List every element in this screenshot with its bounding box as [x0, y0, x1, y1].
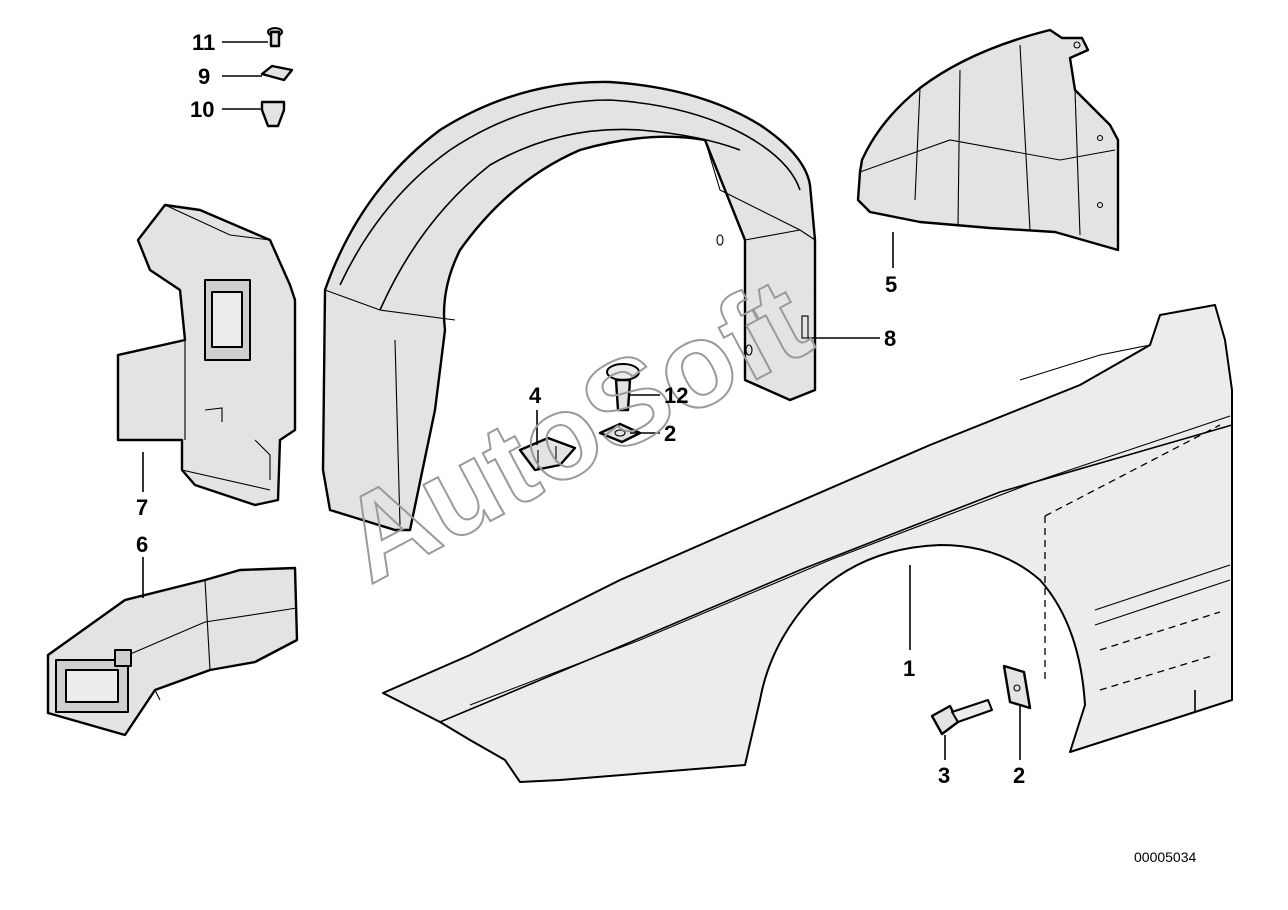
callout-4: 4	[529, 383, 542, 408]
callout-3: 3	[938, 763, 950, 788]
part-5-splash-shield[interactable]	[856, 28, 1120, 252]
callout-2-upper: 2	[664, 421, 676, 446]
part-11-screw[interactable]	[267, 27, 283, 48]
callout-9: 9	[198, 64, 210, 89]
part-6-air-duct[interactable]	[46, 566, 299, 737]
part-2-speed-nut-lower[interactable]	[1002, 664, 1032, 710]
part-4-clip[interactable]	[518, 436, 577, 472]
callout-5: 5	[885, 272, 897, 297]
callout-8: 8	[884, 326, 896, 351]
part-7-air-duct-bracket[interactable]	[116, 203, 297, 507]
part-10-expanding-rivet[interactable]	[260, 100, 286, 128]
callout-7: 7	[136, 495, 148, 520]
part-3-bolt[interactable]	[930, 699, 993, 736]
wheel-arch-liner[interactable]	[321, 80, 817, 532]
part-9-clip-nut[interactable]	[260, 64, 294, 82]
callout-12: 12	[664, 383, 688, 408]
part-12-push-rivet[interactable]	[606, 363, 640, 412]
callout-1: 1	[903, 656, 915, 681]
callout-11: 11	[192, 30, 215, 55]
callout-2-lower: 2	[1013, 763, 1025, 788]
leader-lines	[142, 41, 1021, 760]
document-id: 00005034	[1134, 849, 1197, 865]
callout-6: 6	[136, 532, 148, 557]
part-1-fender[interactable]	[382, 304, 1233, 783]
callout-10: 10	[190, 97, 214, 122]
